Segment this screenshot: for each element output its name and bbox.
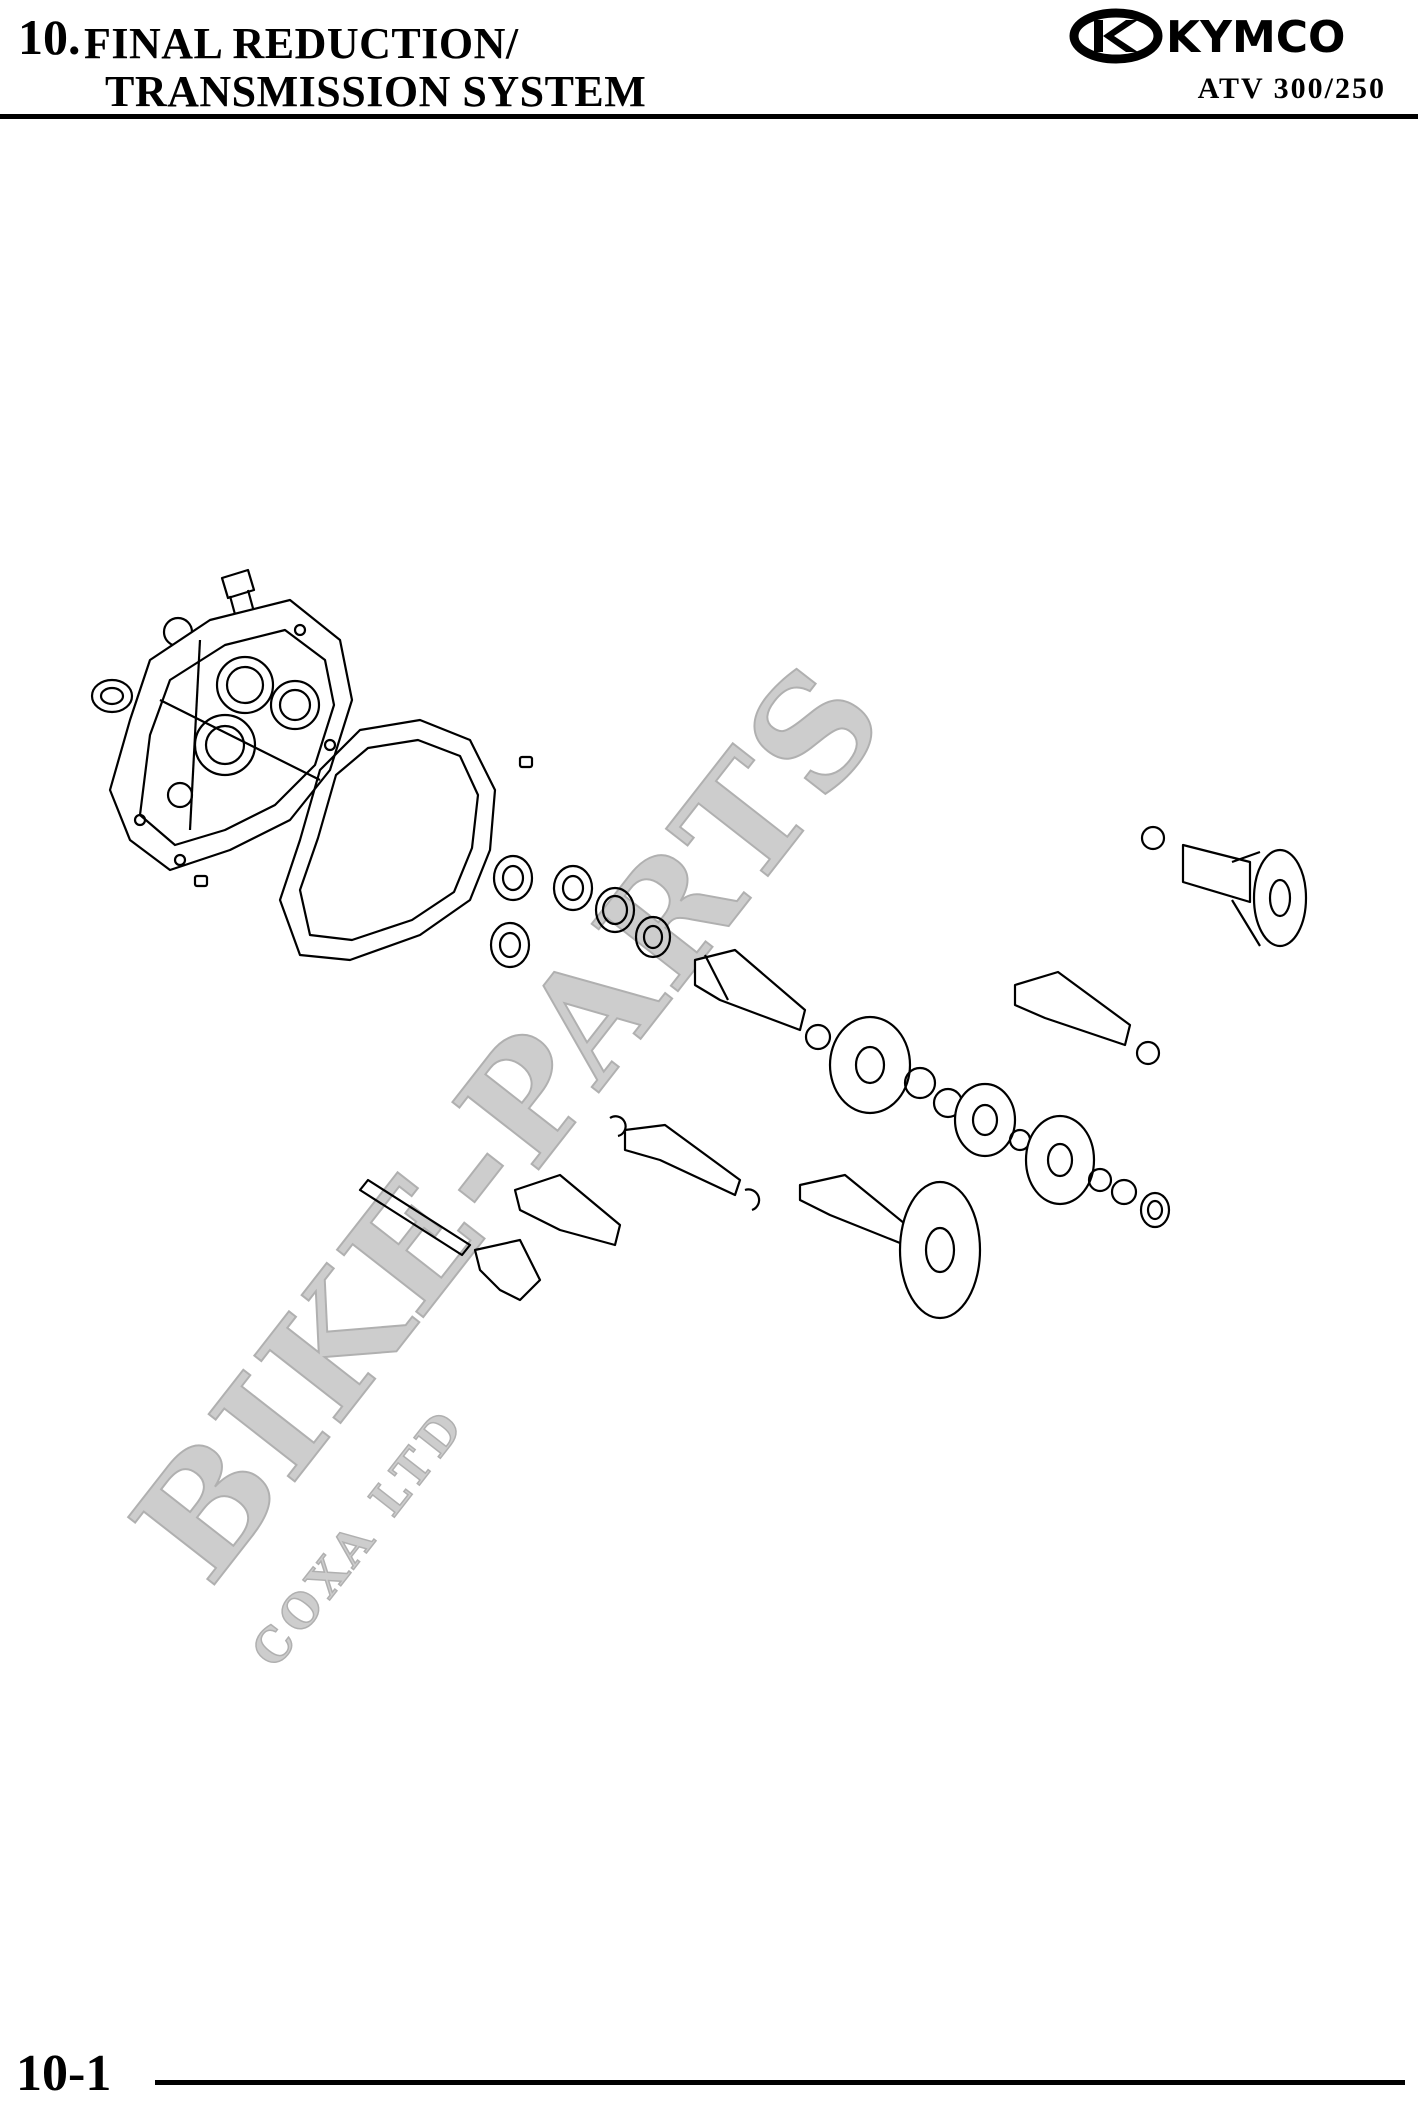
transmission-cover [108, 598, 354, 872]
dowel-pin [518, 755, 534, 769]
counter-shaft [1013, 970, 1132, 1047]
page-number: 10-1 [16, 2045, 112, 2102]
model-label: ATV 300/250 [1197, 72, 1386, 105]
shift-drum [513, 1173, 622, 1247]
brand-name: KYMCO [1166, 12, 1345, 63]
page-header: 10. FINAL REDUCTION/ TRANSMISSION SYSTEM… [0, 0, 1418, 125]
bushing [1139, 1191, 1171, 1229]
circlip [1140, 825, 1166, 851]
washer [804, 1023, 832, 1051]
chapter-title-line1: FINAL REDUCTION/ [84, 19, 519, 68]
final-gear-shaft [1181, 843, 1308, 948]
shift-fork [473, 1238, 542, 1302]
exploded-view-diagram: BIKE-PARTS COXA LTD [90, 568, 1308, 1678]
circlip [609, 1115, 627, 1138]
gasket [278, 718, 497, 962]
shift-fork-rod [358, 1178, 472, 1257]
oil-seal [594, 886, 636, 934]
header-rule [0, 114, 1418, 119]
gear [828, 1015, 912, 1115]
chapter-number: 10. [18, 9, 81, 65]
circlip [1135, 1040, 1161, 1066]
bearing [489, 921, 531, 969]
washer [1087, 1167, 1113, 1193]
drive-shaft [798, 1173, 982, 1320]
kymco-logo: KYMCO [1069, 8, 1345, 64]
bearing [492, 854, 534, 902]
chapter-title-line2: TRANSMISSION SYSTEM [105, 67, 647, 116]
oil-seal [90, 678, 134, 714]
circlip [744, 1188, 761, 1212]
gear [1024, 1114, 1096, 1206]
shift-shaft [623, 1123, 742, 1197]
washer [903, 1066, 937, 1100]
shift-dog [953, 1082, 1017, 1158]
main-shaft [693, 948, 807, 1032]
bearing [634, 915, 672, 959]
dowel-pin [193, 874, 209, 888]
bearing [552, 864, 594, 912]
footer-rule [155, 2080, 1405, 2085]
washer [1110, 1178, 1138, 1206]
